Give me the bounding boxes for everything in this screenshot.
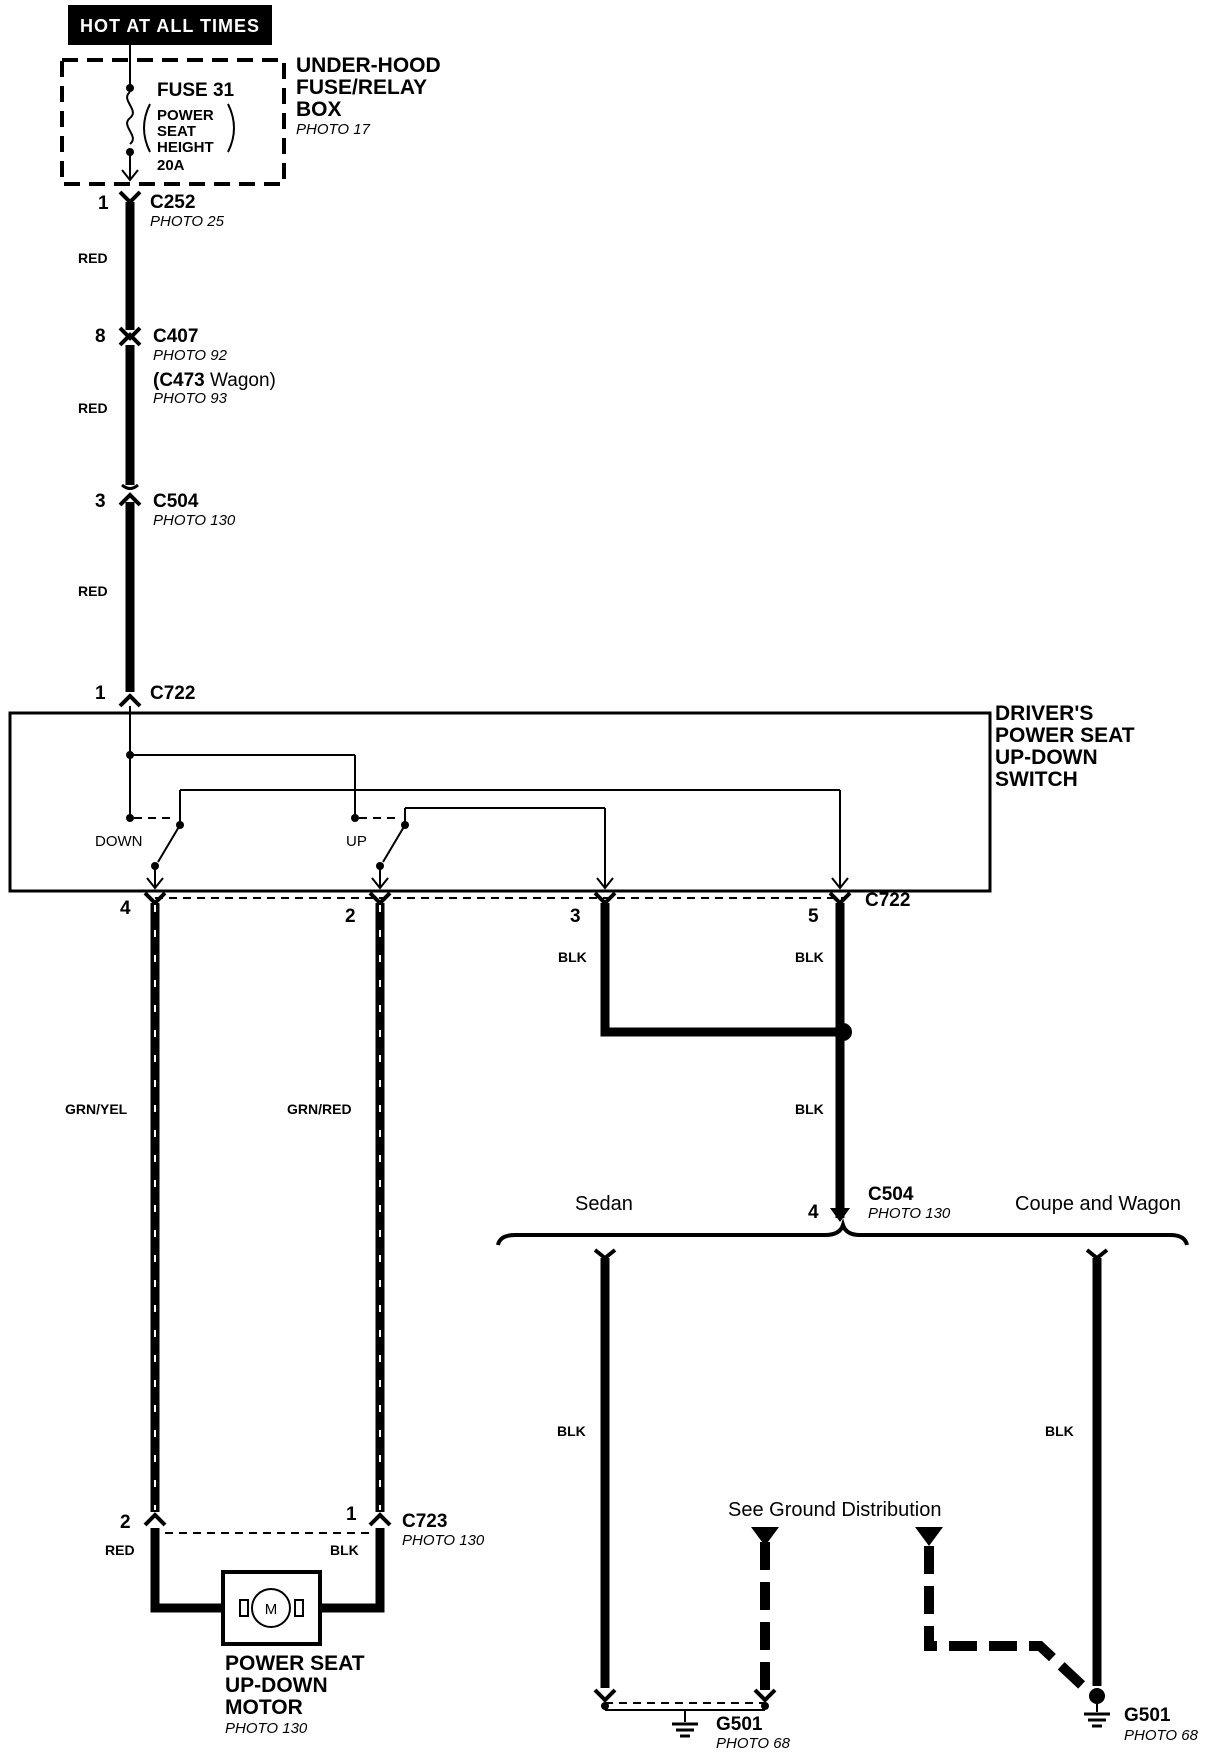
c723-photo: PHOTO 130 <box>402 1532 485 1549</box>
wire-label-blk-joined: BLK <box>795 1101 824 1117</box>
wire-label-grn-yel: GRN/YEL <box>65 1101 128 1117</box>
wire-label-blk-sedan: BLK <box>557 1423 586 1439</box>
c723-pin-2: 2 <box>120 1512 131 1533</box>
ground-symbol-right <box>1084 1688 1110 1728</box>
g501-left-photo: PHOTO 68 <box>716 1735 791 1752</box>
wire-label-blk-3: BLK <box>558 949 587 965</box>
sedan-ground-branch: BLK See Ground Distribution G501 PHOTO 6… <box>557 1248 941 1752</box>
hot-label: HOT AT ALL TIMES <box>80 16 260 36</box>
c722-pin-5: 5 <box>808 906 819 927</box>
motor-title-3: MOTOR <box>225 1696 303 1719</box>
switch-title-1: DRIVER'S <box>995 702 1093 725</box>
fuse-box-photo: PHOTO 17 <box>296 121 371 138</box>
connector-c504-ground: 4 C504 PHOTO 130 Sedan Coupe and Wagon <box>496 1184 1189 1246</box>
motor-icon <box>251 1588 291 1628</box>
c407-name: C407 <box>153 326 198 347</box>
wire-label-motor-red: RED <box>105 1542 135 1558</box>
coupe-wagon-ground-branch: BLK G501 PHOTO 68 <box>915 1248 1199 1744</box>
c504-ground-pin: 4 <box>808 1202 819 1223</box>
c504-ground-photo: PHOTO 130 <box>868 1205 951 1222</box>
switch-up-label: UP <box>346 833 367 850</box>
fuse-desc-1: POWER <box>157 107 214 124</box>
sedan-label: Sedan <box>575 1193 633 1215</box>
connector-c722-bottom: 4 2 3 5 C722 <box>120 890 910 927</box>
c722-top-name: C722 <box>150 683 195 704</box>
see-ground-arrow-right <box>915 1527 943 1546</box>
c722-top-pin: 1 <box>95 683 106 704</box>
blk-ground-wires: BLK BLK BLK <box>558 903 852 1222</box>
c473-alt-name: (C473 <box>153 370 205 391</box>
fuse-rating: 20A <box>157 157 185 174</box>
fuse-box-title-1: UNDER-HOOD <box>296 54 441 77</box>
wire-label-blk-coupe: BLK <box>1045 1423 1074 1439</box>
c252-name: C252 <box>150 192 195 213</box>
c722-pin-3: 3 <box>570 906 581 927</box>
wire-label-blk-5: BLK <box>795 949 824 965</box>
c723-pin-1: 1 <box>346 1504 357 1525</box>
c252-photo: PHOTO 25 <box>150 213 225 230</box>
fuse-box-title-3: BOX <box>296 98 342 121</box>
wire-label-red-2: RED <box>78 400 108 416</box>
c504-top-name: C504 <box>153 491 199 512</box>
connector-c252: 1 C252 PHOTO 25 RED <box>78 190 225 266</box>
hot-at-all-times-badge: HOT AT ALL TIMES <box>68 5 272 45</box>
motor-title-1: POWER SEAT <box>225 1652 365 1675</box>
connector-c407: 8 C407 PHOTO 92 (C473 Wagon) PHOTO 93 RE… <box>78 326 276 416</box>
splice-point <box>834 1023 852 1041</box>
wire-label-red-3: RED <box>78 583 108 599</box>
c407-photo: PHOTO 92 <box>153 347 228 364</box>
switch-title-4: SWITCH <box>995 768 1078 791</box>
see-ground-arrow-left <box>751 1527 779 1546</box>
ground-symbol-left <box>672 1710 698 1738</box>
g501-right-name: G501 <box>1124 1705 1171 1726</box>
motor-symbol: M <box>265 1601 278 1618</box>
switch-title-3: UP-DOWN <box>995 746 1098 769</box>
connector-c504-top: 3 C504 PHOTO 130 RED <box>78 483 236 599</box>
wire-label-grn-red: GRN/RED <box>287 1101 352 1117</box>
coupe-wagon-label: Coupe and Wagon <box>1015 1193 1181 1215</box>
see-ground-label: See Ground Distribution <box>728 1499 941 1521</box>
c504-top-pin: 3 <box>95 491 106 512</box>
c722-pin-2: 2 <box>345 906 356 927</box>
fuse-name: FUSE 31 <box>157 80 235 101</box>
motor-feed-wires: GRN/YEL GRN/RED <box>65 903 385 1512</box>
wire-label-motor-blk: BLK <box>330 1542 359 1558</box>
fuse-desc-2: SEAT <box>157 123 196 140</box>
c473-photo: PHOTO 93 <box>153 390 228 407</box>
c722-pin-4: 4 <box>120 898 131 919</box>
c407-pin: 8 <box>95 326 106 347</box>
g501-right-photo: PHOTO 68 <box>1124 1727 1199 1744</box>
power-seat-switch: DOWN UP DRIVER'S POWER SEAT UP-DOWN SWIT… <box>8 702 1135 893</box>
fuse-box-title-2: FUSE/RELAY <box>296 76 427 99</box>
c504-top-photo: PHOTO 130 <box>153 512 236 529</box>
switch-down-label: DOWN <box>95 833 143 850</box>
motor-title-2: UP-DOWN <box>225 1674 328 1697</box>
switch-title-2: POWER SEAT <box>995 724 1135 747</box>
c504-ground-name: C504 <box>868 1184 914 1205</box>
fuse-relay-box: FUSE 31 POWER SEAT HEIGHT 20A UNDER-HOOD… <box>60 45 441 186</box>
model-branch-bracket <box>496 1218 1189 1246</box>
fuse-output-arrow <box>121 169 139 182</box>
c722-bottom-name: C722 <box>865 890 910 911</box>
fuse-symbol <box>126 91 134 145</box>
c723-name: C723 <box>402 1511 447 1532</box>
connector-c723: 2 1 C723 PHOTO 130 RED BLK <box>105 1504 485 1558</box>
c473-alt-suffix: Wagon) <box>205 370 276 391</box>
wire-label-red-1: RED <box>78 250 108 266</box>
c473-alt-label: (C473 Wagon) <box>153 370 276 391</box>
motor-photo: PHOTO 130 <box>225 1720 308 1737</box>
c252-pin: 1 <box>98 193 109 214</box>
power-seat-motor: M POWER SEAT UP-DOWN MOTOR PHOTO 130 <box>150 1528 385 1737</box>
g501-left-name: G501 <box>716 1714 763 1735</box>
fuse-desc-3: HEIGHT <box>157 139 214 156</box>
connector-c722-top: 1 C722 <box>95 683 195 708</box>
